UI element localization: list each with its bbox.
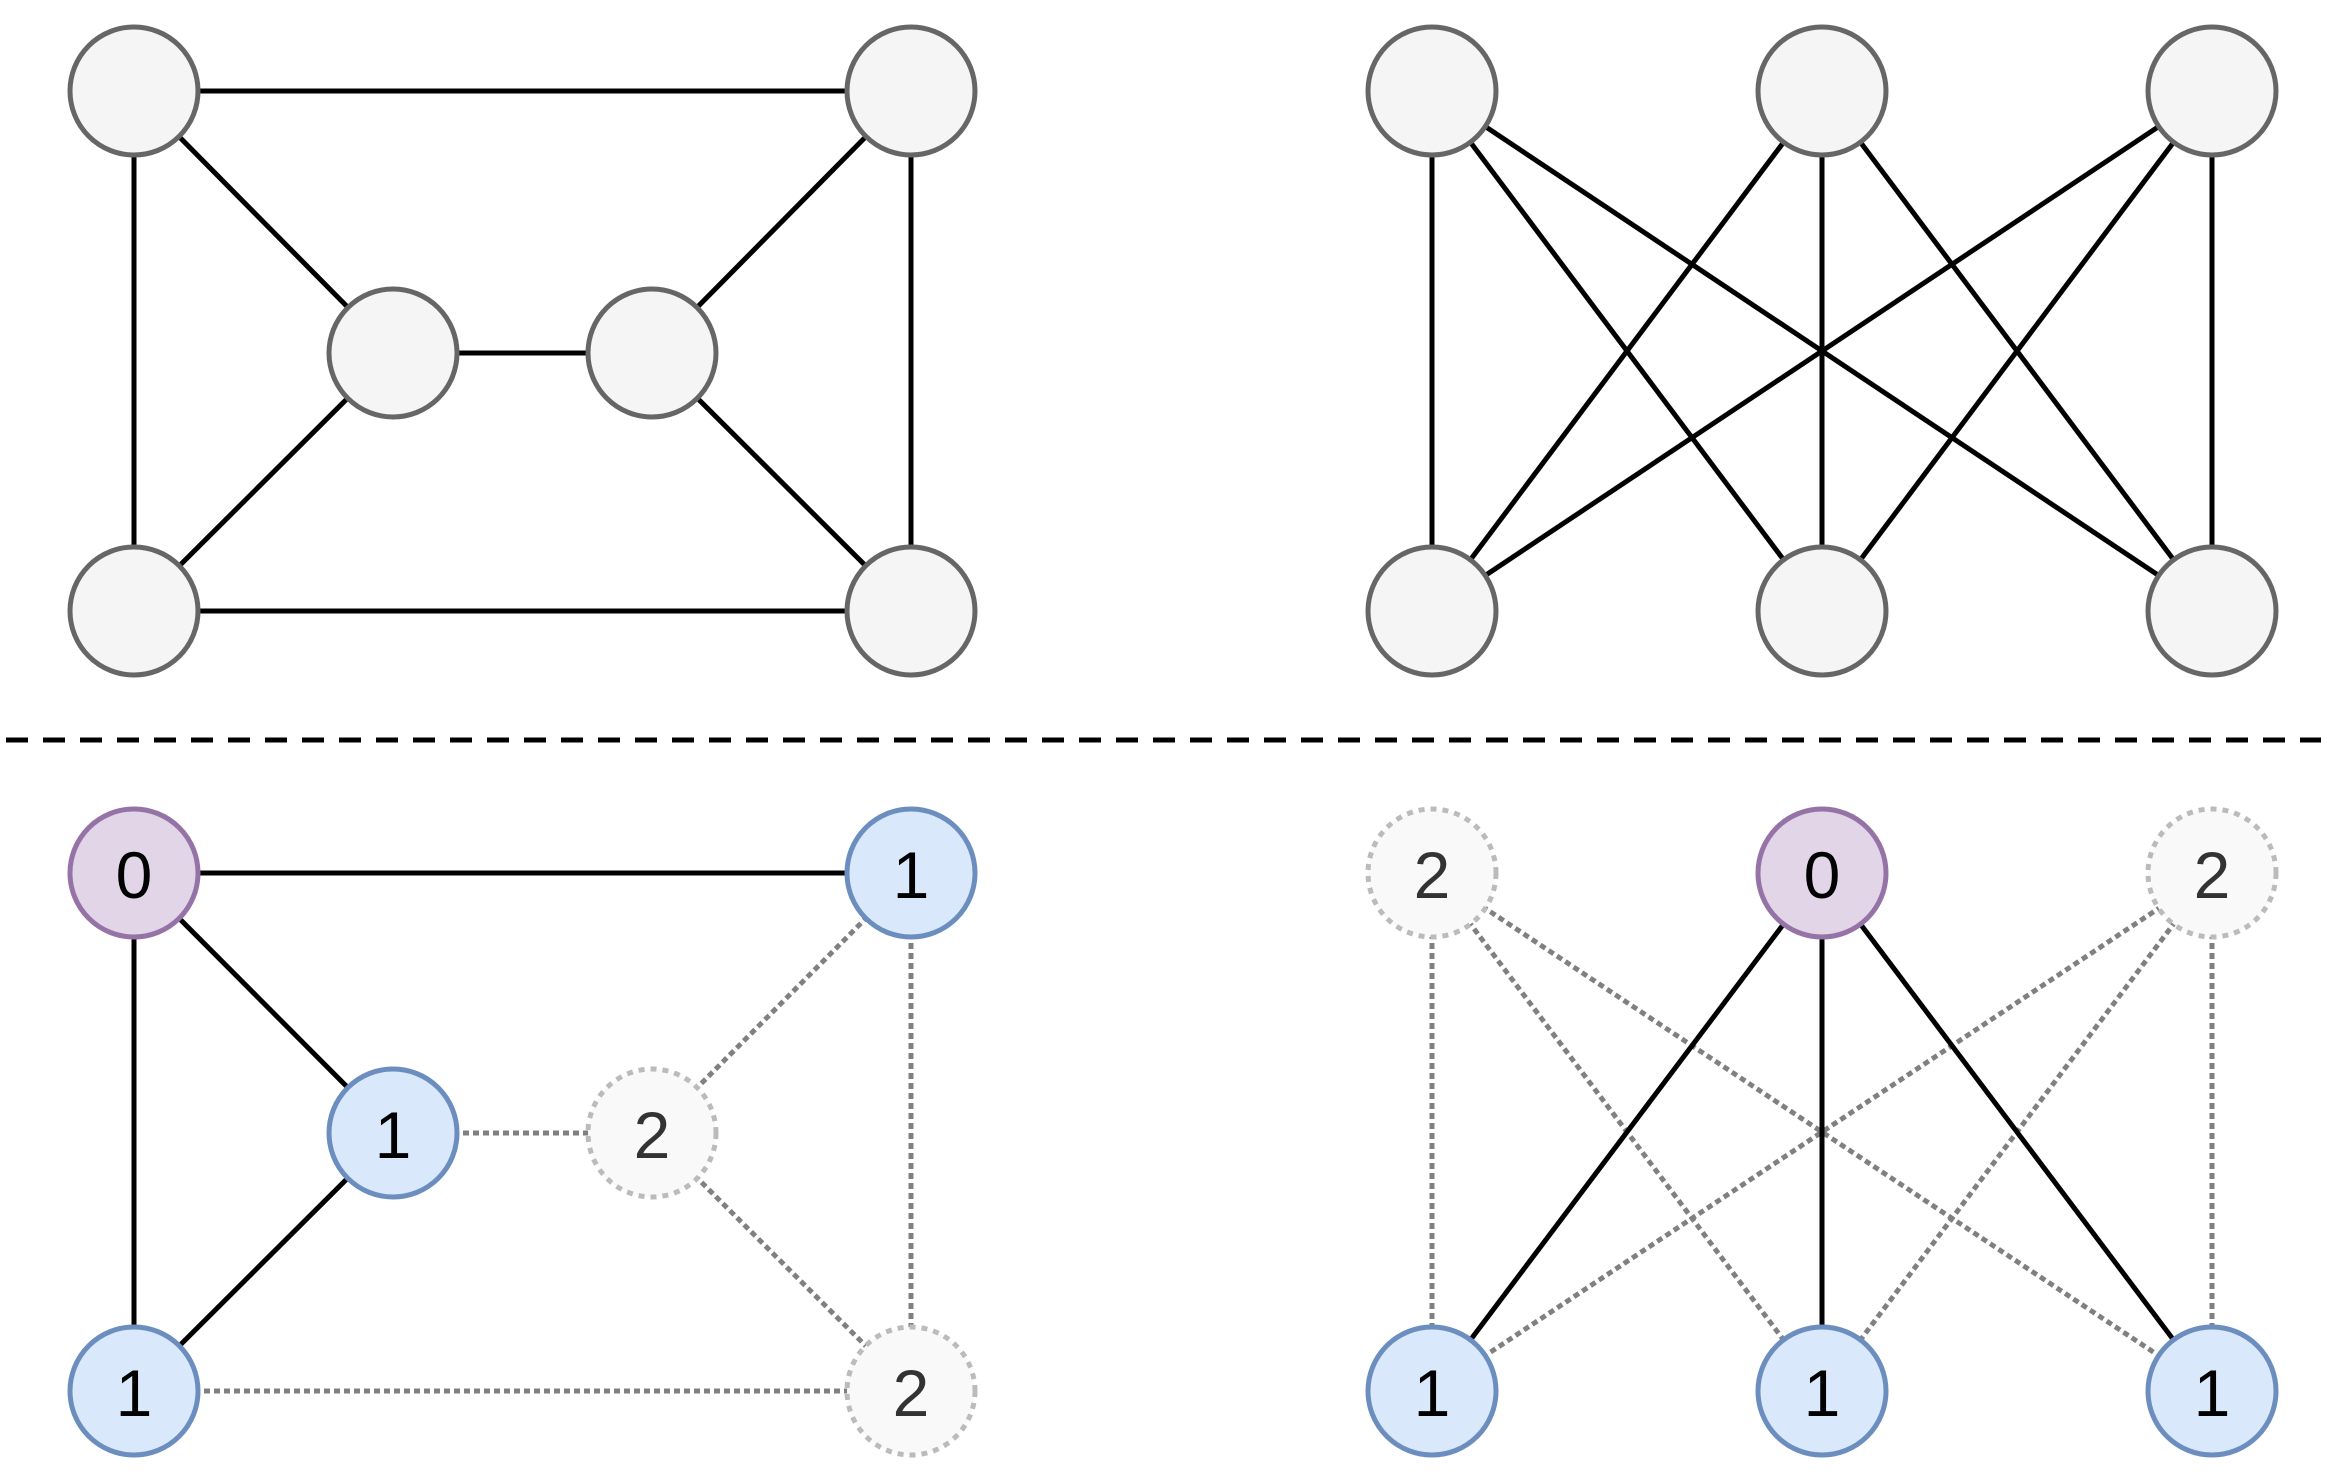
node-label: 1 <box>375 1098 412 1172</box>
graph-node: 1 <box>67 1324 201 1458</box>
graph-node: 0 <box>67 806 201 940</box>
graph-node <box>1365 24 1499 158</box>
graph-node <box>1755 544 1889 678</box>
graph-node: 2 <box>2145 806 2279 940</box>
graph-node: 1 <box>1755 1324 1889 1458</box>
node-label: 1 <box>116 1356 153 1430</box>
node-label: 1 <box>1804 1356 1841 1430</box>
node-label: 1 <box>2194 1356 2231 1430</box>
graph-node: 1 <box>1365 1324 1499 1458</box>
node-label: 2 <box>893 1356 930 1430</box>
node-label: 1 <box>1414 1356 1451 1430</box>
node-circle <box>2145 24 2279 158</box>
node-circle <box>585 1066 719 1200</box>
graph-node <box>1365 544 1499 678</box>
graph-node <box>844 544 978 678</box>
edge <box>1430 89 1824 613</box>
node-label: 0 <box>1804 838 1841 912</box>
graph-node: 1 <box>844 806 978 940</box>
node-circle <box>2145 806 2279 940</box>
top-left-graph <box>67 24 978 678</box>
node-circle <box>1365 1324 1499 1458</box>
graph-node <box>67 544 201 678</box>
node-circle <box>67 806 201 940</box>
node-circle <box>67 544 201 678</box>
graph-node <box>585 286 719 420</box>
top-right-graph <box>1365 24 2279 678</box>
edge <box>1820 871 2214 1393</box>
graph-node <box>2145 24 2279 158</box>
graph-node: 0 <box>1755 806 1889 940</box>
node-label: 1 <box>893 838 930 912</box>
edge <box>1430 871 1824 1393</box>
node-label: 2 <box>2194 838 2231 912</box>
bottom-left-graph: 0 1 1 2 1 2 <box>67 806 978 1458</box>
node-circle <box>67 1324 201 1458</box>
edge <box>1430 88 2214 614</box>
node-label: 2 <box>1414 838 1451 912</box>
graph-node: 2 <box>585 1066 719 1200</box>
edge <box>1820 89 2214 613</box>
node-circle <box>1755 544 1889 678</box>
graph-node: 2 <box>1365 806 1499 940</box>
node-circle <box>585 286 719 420</box>
graphs-layer: 0 1 1 2 1 2 2 0 2 1 1 1 <box>67 24 2279 1458</box>
graph-node <box>844 24 978 158</box>
dotted-edge <box>1430 870 2214 1394</box>
node-circle <box>1365 544 1499 678</box>
bottom-right-graph: 2 0 2 1 1 1 <box>1365 806 2279 1458</box>
node-circle <box>1365 24 1499 158</box>
graph-node: 2 <box>844 1324 978 1458</box>
node-circle <box>844 544 978 678</box>
node-label: 2 <box>634 1098 671 1172</box>
node-circle <box>326 1066 460 1200</box>
node-circle <box>1755 806 1889 940</box>
graph-node <box>67 24 201 158</box>
graph-node: 1 <box>326 1066 460 1200</box>
node-circle <box>2145 544 2279 678</box>
node-circle <box>1365 806 1499 940</box>
graph-node <box>1755 24 1889 158</box>
graph-node <box>2145 544 2279 678</box>
node-circle <box>326 286 460 420</box>
node-circle <box>844 1324 978 1458</box>
dotted-edge <box>1430 870 2214 1394</box>
node-circle <box>1755 24 1889 158</box>
node-circle <box>2145 1324 2279 1458</box>
graph-node <box>326 286 460 420</box>
node-circle <box>844 24 978 158</box>
graph-node: 1 <box>2145 1324 2279 1458</box>
node-circle <box>1755 1324 1889 1458</box>
node-circle <box>67 24 201 158</box>
node-circle <box>844 806 978 940</box>
node-label: 0 <box>116 838 153 912</box>
